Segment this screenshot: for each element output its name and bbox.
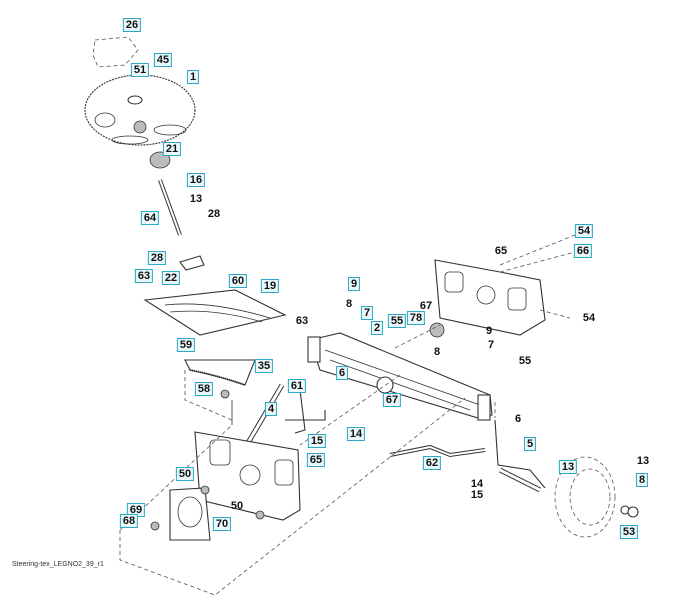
callout-14[interactable]: 14 xyxy=(346,427,366,441)
callout-55[interactable]: 55 xyxy=(387,314,407,328)
label-13: 13 xyxy=(189,193,203,205)
callout-21[interactable]: 21 xyxy=(162,142,182,156)
callout-70[interactable]: 70 xyxy=(212,517,232,531)
front-axle xyxy=(309,332,493,419)
callout-28[interactable]: 28 xyxy=(147,251,167,265)
callout-51[interactable]: 51 xyxy=(130,63,150,77)
callout-68[interactable]: 68 xyxy=(119,514,139,528)
label-14: 14 xyxy=(470,478,484,490)
callout-54[interactable]: 54 xyxy=(574,224,594,238)
group-outline xyxy=(119,397,466,596)
callout-67[interactable]: 67 xyxy=(382,393,402,407)
bracket-part xyxy=(179,255,205,271)
spindle-right xyxy=(494,419,546,489)
callout-15[interactable]: 15 xyxy=(307,434,327,448)
callout-35[interactable]: 35 xyxy=(254,359,274,373)
callout-13[interactable]: 13 xyxy=(558,460,578,474)
callout-4[interactable]: 4 xyxy=(264,402,278,416)
callout-1[interactable]: 1 xyxy=(186,70,200,84)
lower-bracket xyxy=(194,431,301,521)
steering-wheel xyxy=(84,74,196,146)
callout-6[interactable]: 6 xyxy=(335,366,349,380)
front-wheel xyxy=(554,456,616,538)
plate-70 xyxy=(169,487,211,541)
boot-part xyxy=(149,151,171,169)
label-63: 63 xyxy=(295,315,309,327)
callout-63[interactable]: 63 xyxy=(134,269,154,283)
diagram-caption: Steering-tex_LEGNO2_39_r1 xyxy=(12,561,104,568)
callout-64[interactable]: 64 xyxy=(140,211,160,225)
callout-69[interactable]: 69 xyxy=(126,503,146,517)
callout-19[interactable]: 19 xyxy=(260,279,280,293)
label-50: 50 xyxy=(230,500,244,512)
callout-50[interactable]: 50 xyxy=(175,467,195,481)
label-55: 55 xyxy=(518,355,532,367)
callout-65[interactable]: 65 xyxy=(306,453,326,467)
callout-5[interactable]: 5 xyxy=(523,437,537,451)
spindle-left xyxy=(285,389,326,434)
callout-45[interactable]: 45 xyxy=(153,53,173,67)
label-7: 7 xyxy=(487,339,495,351)
label-9: 9 xyxy=(485,325,493,337)
label-13b: 13 xyxy=(636,455,650,467)
callout-53[interactable]: 53 xyxy=(619,525,639,539)
callout-16[interactable]: 16 xyxy=(186,173,206,187)
callout-2[interactable]: 2 xyxy=(370,321,384,335)
callout-66[interactable]: 66 xyxy=(573,244,593,258)
label-8b: 8 xyxy=(433,346,441,358)
label-67: 67 xyxy=(419,300,433,312)
callout-26[interactable]: 26 xyxy=(122,18,142,32)
label-28: 28 xyxy=(207,208,221,220)
callout-7[interactable]: 7 xyxy=(360,306,374,320)
callout-8[interactable]: 8 xyxy=(635,473,649,487)
axle-bracket xyxy=(434,259,546,336)
callout-59[interactable]: 59 xyxy=(176,338,196,352)
callout-9[interactable]: 9 xyxy=(347,277,361,291)
callout-61[interactable]: 61 xyxy=(287,379,307,393)
callout-22[interactable]: 22 xyxy=(161,271,181,285)
label-65: 65 xyxy=(494,245,508,257)
callout-58[interactable]: 58 xyxy=(194,382,214,396)
label-6: 6 xyxy=(514,413,522,425)
callout-60[interactable]: 60 xyxy=(228,274,248,288)
callout-78[interactable]: 78 xyxy=(406,311,426,325)
label-54: 54 xyxy=(582,312,596,324)
label-8: 8 xyxy=(345,298,353,310)
label-15: 15 xyxy=(470,489,484,501)
callout-62[interactable]: 62 xyxy=(422,456,442,470)
